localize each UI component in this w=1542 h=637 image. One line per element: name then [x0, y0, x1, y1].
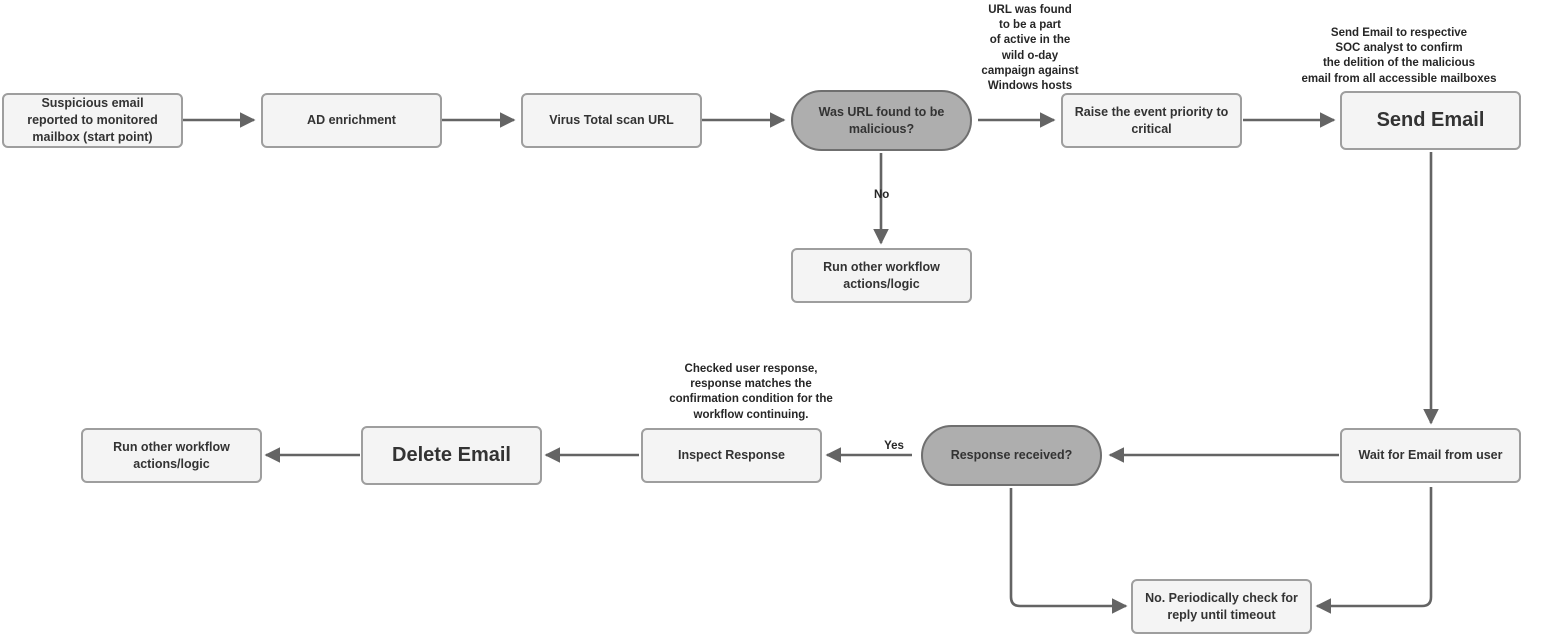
node-run-other-workflow-top[interactable]: Run other workflow actions/logic: [791, 248, 972, 303]
node-periodic-check[interactable]: No. Periodically check for reply until t…: [1131, 579, 1312, 634]
node-was-url-malicious[interactable]: Was URL found to be malicious?: [791, 90, 972, 151]
node-inspect-response-label: Inspect Response: [678, 448, 785, 463]
node-run-other-workflow-bottom-label: Run other workflow actions/logic: [113, 439, 230, 471]
node-was-url-malicious-label: Was URL found to be malicious?: [818, 104, 945, 136]
node-raise-event-priority-label: Raise the event priority to critical: [1074, 104, 1229, 136]
node-virus-total-scan-url-label: Virus Total scan URL: [549, 113, 674, 128]
node-delete-email[interactable]: Delete Email: [361, 426, 542, 485]
node-response-received[interactable]: Response received?: [921, 425, 1102, 486]
node-send-email-label: Send Email: [1376, 109, 1485, 131]
edge-label-send-email-to-soc-analyst: Send Email to respective SOC analyst to …: [1301, 27, 1497, 85]
node-inspect-response[interactable]: Inspect Response: [641, 428, 822, 483]
edge-wait-email-to-periodic-check: [1315, 487, 1433, 614]
node-delete-email-label: Delete Email: [392, 444, 511, 466]
node-periodic-check-label: No. Periodically check for reply until t…: [1145, 590, 1298, 622]
edge-response-decision-to-periodic-check: [1009, 488, 1128, 614]
node-ad-enrichment[interactable]: AD enrichment: [261, 93, 442, 148]
node-response-received-label: Response received?: [950, 448, 1073, 463]
node-wait-for-email[interactable]: Wait for Email from user: [1340, 428, 1521, 483]
edge-label-url-zero-day-campaign: URL was found to be a part of active in …: [981, 4, 1079, 92]
node-send-email[interactable]: Send Email: [1340, 91, 1521, 150]
edge-label-no-branch: No: [874, 189, 890, 201]
node-start-label: Suspicious email reported to monitored m…: [27, 96, 158, 144]
node-virus-total-scan-url[interactable]: Virus Total scan URL: [521, 93, 702, 148]
node-start[interactable]: Suspicious email reported to monitored m…: [2, 93, 183, 148]
node-ad-enrichment-label: AD enrichment: [307, 113, 396, 128]
node-run-other-workflow-bottom[interactable]: Run other workflow actions/logic: [81, 428, 262, 483]
node-run-other-workflow-top-label: Run other workflow actions/logic: [823, 259, 940, 291]
node-raise-event-priority[interactable]: Raise the event priority to critical: [1061, 93, 1242, 148]
node-wait-for-email-label: Wait for Email from user: [1358, 448, 1503, 463]
edge-label-yes-branch: Yes: [884, 440, 904, 452]
edge-label-checked-user-response: Checked user response, response matches …: [669, 363, 833, 421]
